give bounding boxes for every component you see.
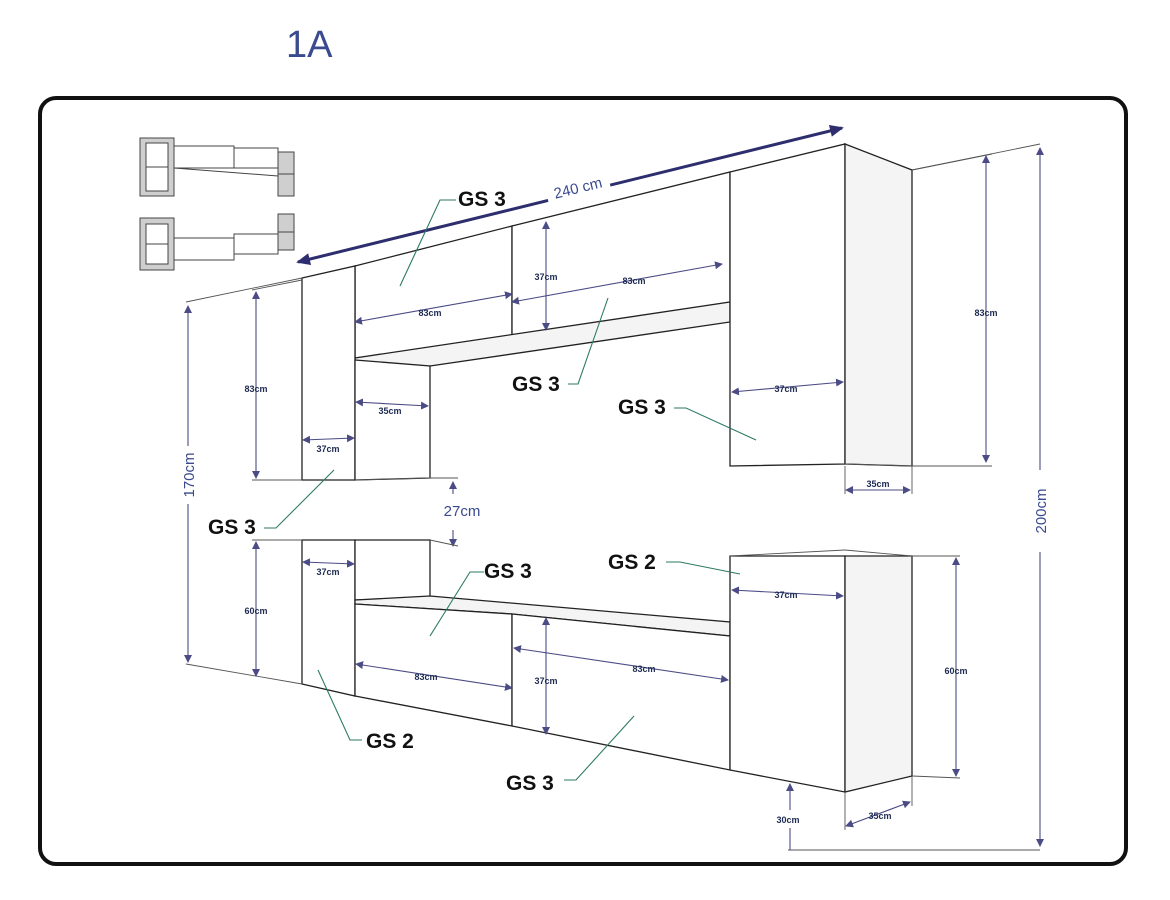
upper-right-cabinet-front xyxy=(729,143,846,467)
upper-right-cabinet-side xyxy=(844,143,913,467)
callout-gs-top: GS 3 xyxy=(458,188,506,211)
left-upper-depth-37-label: 37cm xyxy=(316,444,339,454)
lower-right-depth-35-label: 35cm xyxy=(868,811,891,821)
lower-height-37-label: 37cm xyxy=(534,676,557,686)
upper-right-height-83-label: 83cm xyxy=(974,308,997,318)
lower-width-d-label: 83cm xyxy=(632,664,655,674)
lower-width-c-label: 83cm xyxy=(414,672,437,682)
upper-right-depth-35-label: 35cm xyxy=(866,479,889,489)
callout-gs-right-lower: GS 2 xyxy=(608,551,656,574)
lower-right-depth-37-label: 37cm xyxy=(774,590,797,600)
thumbnail-bottom xyxy=(139,213,295,271)
height-170-label: 170cm xyxy=(181,452,198,497)
callout-gs-left-upper: GS 3 xyxy=(208,516,256,539)
upper-width-a-label: 83cm xyxy=(418,308,441,318)
upper-right-width-37-label: 37cm xyxy=(774,384,797,394)
lower-front-right xyxy=(511,613,731,771)
thumbnail-top xyxy=(139,137,295,197)
callout-gs-left-lower: GS 2 xyxy=(366,730,414,753)
open-box-depth-35-label: 35cm xyxy=(378,406,401,416)
callout-gs-bottom: GS 3 xyxy=(506,772,554,795)
diagram-frame xyxy=(38,96,1128,866)
callout-gs-mid: GS 3 xyxy=(512,373,560,396)
upper-open-box xyxy=(354,359,431,481)
lower-front-left xyxy=(354,603,513,727)
callout-gs-right-upper: GS 3 xyxy=(618,396,666,419)
gap-27-label: 27cm xyxy=(444,503,481,520)
lower-right-cabinet-side xyxy=(844,555,913,793)
callout-gs-center-lower: GS 3 xyxy=(484,560,532,583)
lower-open-box xyxy=(354,539,431,601)
left-lower-depth-37-label: 37cm xyxy=(316,567,339,577)
floor-clearance-30-label: 30cm xyxy=(776,815,799,825)
left-height-60-label: 60cm xyxy=(244,606,267,616)
overall-height-label: 200cm xyxy=(1033,488,1050,533)
left-height-83-label: 83cm xyxy=(244,384,267,394)
upper-width-b-label: 83cm xyxy=(622,276,645,286)
diagram-title: 1A xyxy=(286,24,333,66)
upper-height-37-label: 37cm xyxy=(534,272,557,282)
right-height-60-label: 60cm xyxy=(944,666,967,676)
